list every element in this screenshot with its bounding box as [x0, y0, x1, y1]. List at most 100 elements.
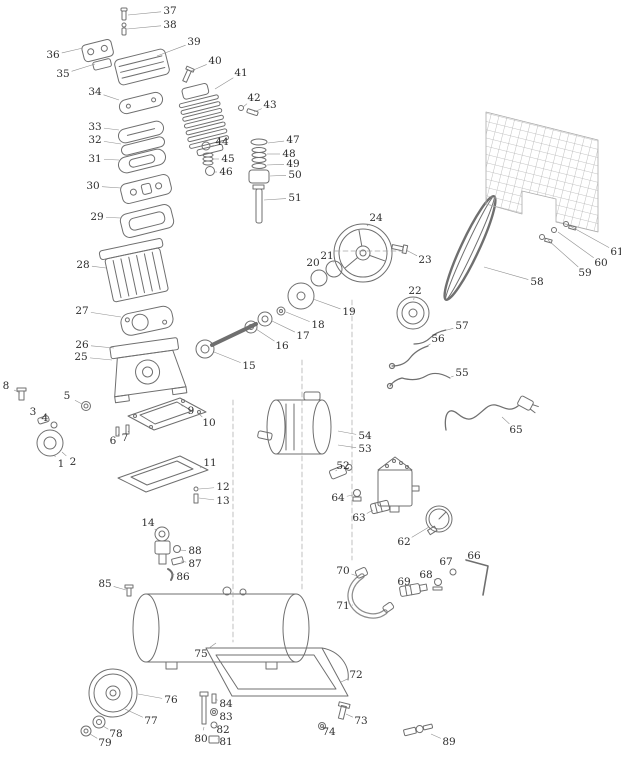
leader-line-68 [433, 579, 436, 581]
fittings-66-67-68-69 [399, 559, 489, 597]
fitting-63 [369, 499, 391, 515]
part-label-49: 49 [286, 158, 299, 170]
leader-line-9 [180, 404, 184, 407]
leader-line-78 [102, 725, 109, 730]
leader-line-36 [61, 47, 84, 54]
pressure-gauge-62 [425, 505, 453, 536]
leader-line-8 [13, 389, 21, 394]
valve-plate-33 [117, 120, 165, 144]
flywheel-24 [333, 223, 393, 283]
part-label-23: 23 [418, 254, 431, 266]
part-label-3: 3 [30, 406, 37, 418]
leader-line-5 [74, 399, 83, 405]
valve-parts-44-45-46 [201, 141, 215, 176]
leader-line-79 [89, 733, 98, 739]
part-label-71: 71 [336, 600, 349, 612]
part-label-66: 66 [467, 550, 481, 562]
part-label-2: 2 [70, 456, 77, 468]
part-label-19: 19 [342, 306, 355, 318]
part-label-39: 39 [187, 36, 200, 48]
leader-line-77 [124, 708, 143, 718]
leader-line-73 [345, 713, 353, 718]
power-cord-65 [444, 395, 539, 431]
alignment-lines [232, 250, 409, 643]
part-label-13: 13 [216, 495, 229, 507]
leader-line-16 [255, 328, 275, 342]
bearing-17 [257, 311, 273, 327]
part-label-63: 63 [352, 512, 365, 524]
outlet-hose-70-71 [347, 567, 395, 619]
valve-parts-47-48-49-50-51 [248, 138, 270, 224]
leader-line-60 [557, 231, 594, 258]
part-label-29: 29 [90, 211, 103, 223]
bolt-40 [182, 65, 195, 83]
part-label-57: 57 [455, 320, 468, 332]
gasket-32 [121, 136, 165, 156]
part-label-60: 60 [594, 257, 607, 269]
part-label-28: 28 [76, 259, 89, 271]
leader-line-17 [271, 320, 296, 333]
part-label-37: 37 [163, 5, 176, 17]
leader-line-49 [266, 164, 285, 166]
intake-parts-1-2-3-4-5-8 [16, 387, 91, 457]
part-label-80: 80 [194, 733, 207, 745]
drain-valve-89 [403, 723, 434, 737]
part-label-5: 5 [64, 390, 71, 402]
bolt-73-74 [318, 701, 351, 730]
part-label-4: 4 [42, 412, 49, 424]
part-label-75: 75 [194, 648, 207, 660]
part-label-20: 20 [306, 257, 319, 269]
piston-19 [287, 282, 315, 310]
part-label-61: 61 [610, 246, 621, 258]
part-label-69: 69 [397, 576, 410, 588]
leader-line-27 [90, 312, 122, 318]
valve-plate-30 [120, 174, 172, 204]
part-label-48: 48 [282, 148, 295, 160]
leader-line-65 [501, 416, 510, 425]
leader-line-11 [199, 466, 203, 469]
leader-line-85 [113, 586, 127, 591]
pulley-22 [396, 296, 430, 330]
part-label-12: 12 [216, 481, 229, 493]
leader-line-28 [91, 265, 107, 269]
leader-line-43 [253, 108, 262, 113]
gasket-29 [119, 204, 175, 238]
part-label-36: 36 [46, 49, 60, 61]
leader-line-23 [405, 249, 418, 257]
screws-42-43 [238, 105, 259, 116]
part-label-83: 83 [219, 711, 232, 723]
leader-line-18 [285, 311, 310, 322]
part-label-68: 68 [419, 569, 432, 581]
belt-guard-grille [485, 111, 599, 233]
part-label-67: 67 [439, 556, 452, 568]
part-label-73: 73 [354, 715, 367, 727]
part-label-70: 70 [336, 565, 349, 577]
part-label-87: 87 [188, 558, 201, 570]
leader-line-3 [39, 417, 43, 420]
leader-line-26 [90, 345, 115, 349]
part-label-45: 45 [221, 153, 234, 165]
check-valve-52 [328, 463, 353, 480]
air-filter-assembly-35-36 [81, 39, 114, 71]
gasket-27 [120, 305, 174, 336]
part-label-17: 17 [296, 330, 309, 342]
crankcase-25-26 [109, 337, 188, 404]
leader-line-38 [126, 25, 162, 30]
leader-line-51 [263, 198, 287, 201]
leader-line-80 [202, 726, 205, 731]
part-label-40: 40 [208, 55, 221, 67]
leader-line-31 [103, 159, 120, 161]
bolt-85 [124, 584, 134, 597]
part-label-22: 22 [408, 285, 421, 297]
part-label-15: 15 [242, 360, 255, 372]
bolt-23 [391, 244, 409, 255]
leader-line-47 [267, 140, 285, 144]
guard-bolts-59-60-61 [539, 221, 577, 244]
pressure-switch [377, 456, 420, 513]
cylinder-28 [98, 238, 169, 303]
leader-line-39 [156, 44, 186, 57]
leader-line-41 [214, 77, 234, 90]
piston-pin-18 [276, 306, 286, 316]
leader-line-62 [411, 526, 430, 538]
leader-line-15 [213, 351, 241, 363]
